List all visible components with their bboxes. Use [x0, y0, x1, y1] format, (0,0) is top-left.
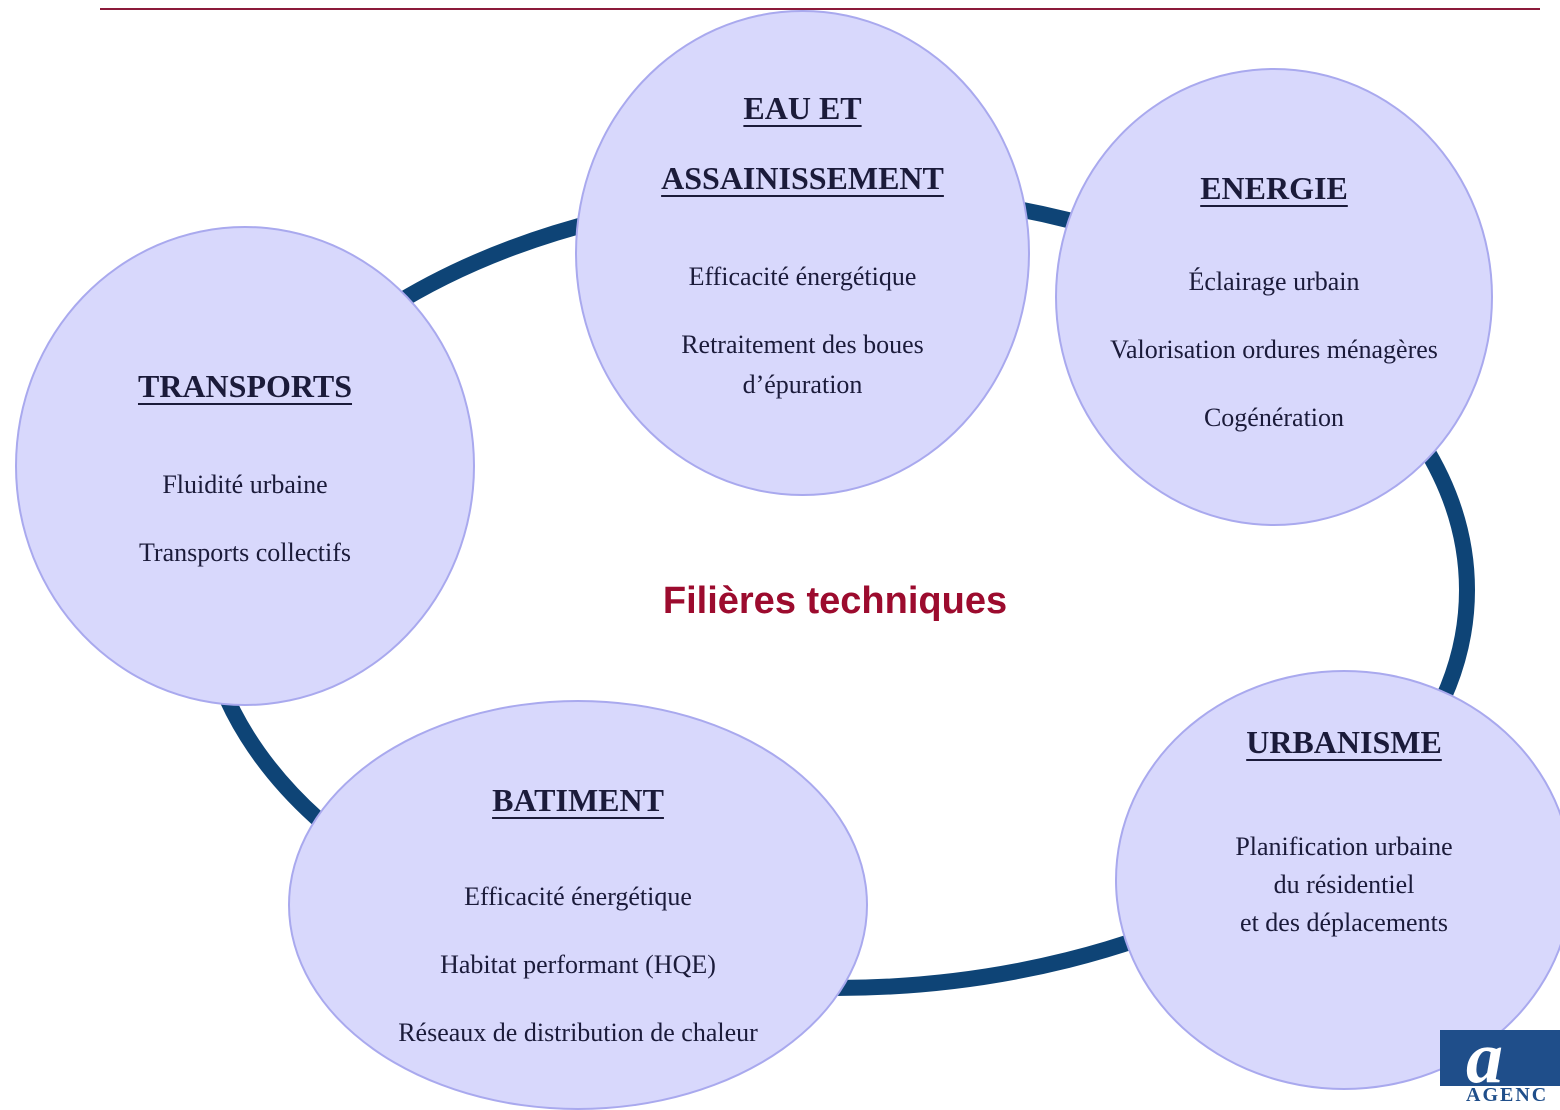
node-batiment-item: Habitat performant (HQE) [440, 950, 716, 979]
node-urbanisme-title: URBANISME [1246, 724, 1442, 760]
top-rule [100, 8, 1540, 10]
node-eau-item: Efficacité énergétique [688, 262, 917, 291]
node-energie-item: Cogénération [1203, 403, 1345, 432]
node-transports: TRANSPORTS Fluidité urbaine Transports c… [15, 226, 475, 706]
node-transports-item: Transports collectifs [138, 538, 352, 567]
node-urbanisme-item: Planification urbaine [1235, 832, 1453, 861]
node-urbanisme-item: du résidentiel [1273, 870, 1415, 899]
node-eau-title: EAU ET [743, 90, 862, 126]
agency-logo: a AGENC [1440, 1030, 1560, 1108]
logo-glyph: a [1466, 1030, 1503, 1099]
node-transports-item: Fluidité urbaine [162, 470, 328, 499]
diagram-center-title: Filières techniques [662, 580, 1008, 622]
node-eau-title: ASSAINISSEMENT [661, 160, 944, 196]
node-batiment-title: BATIMENT [492, 782, 664, 818]
logo-mark: a [1440, 1030, 1560, 1099]
node-energie-title: ENERGIE [1200, 170, 1348, 206]
node-energie-item: Valorisation ordures ménagères [1110, 335, 1438, 364]
node-energie-item: Éclairage urbain [1188, 267, 1360, 296]
node-batiment-item: Réseaux de distribution de chaleur [398, 1018, 758, 1047]
node-transports-title: TRANSPORTS [137, 368, 353, 404]
node-urbanisme: URBANISME Planification urbaine du résid… [1115, 670, 1560, 1090]
logo-text: AGENC [1466, 1084, 1549, 1106]
node-batiment-item: Efficacité énergétique [464, 882, 692, 911]
node-urbanisme-item: et des déplacements [1240, 908, 1448, 937]
node-batiment: BATIMENT Efficacité énergétique Habitat … [288, 700, 868, 1110]
node-eau-item: d’épuration [742, 370, 863, 399]
node-energie: ENERGIE Éclairage urbain Valorisation or… [1055, 68, 1493, 526]
node-eau-assainissement: EAU ET ASSAINISSEMENT Efficacité énergét… [575, 10, 1030, 496]
node-eau-item: Retraitement des boues [681, 330, 924, 359]
